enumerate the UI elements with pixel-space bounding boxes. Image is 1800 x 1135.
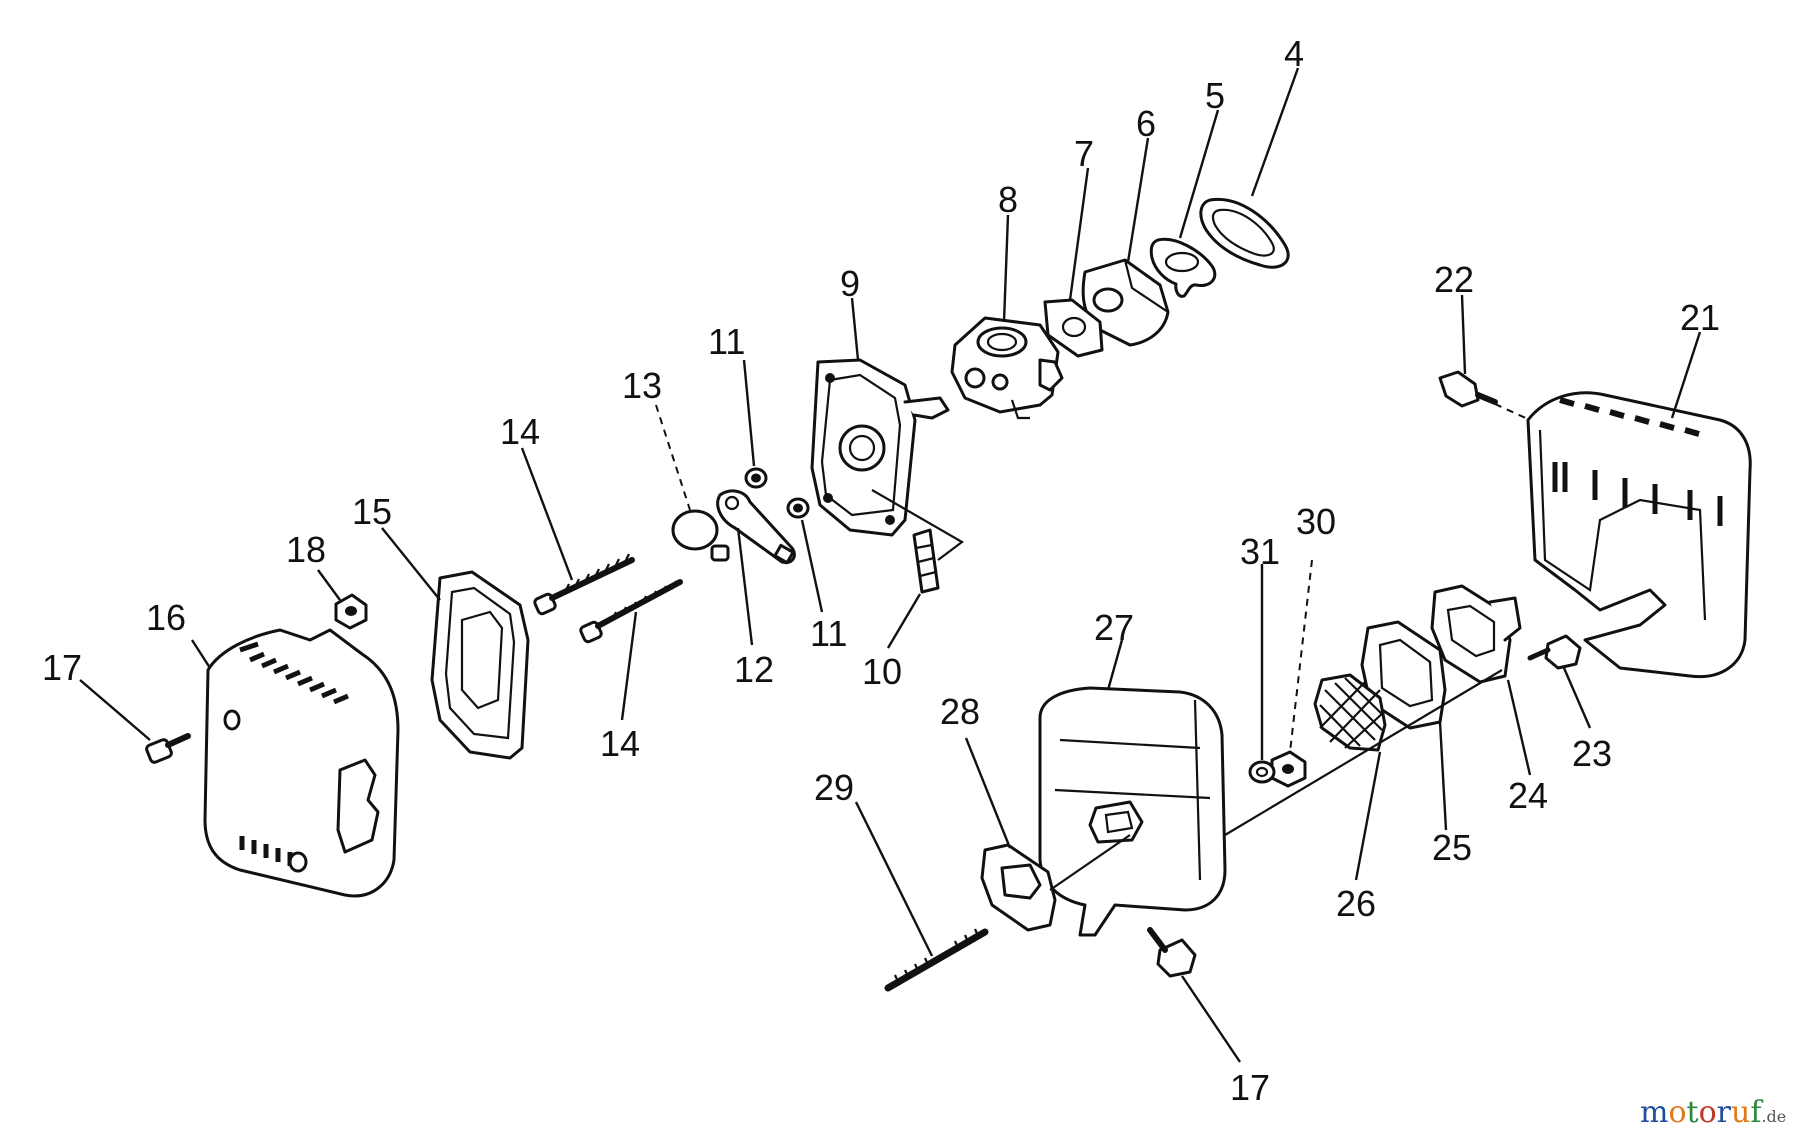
watermark-letter: u <box>1731 1095 1750 1130</box>
part-17-screw-right <box>1147 927 1197 978</box>
part-21-muffler-cover <box>1526 391 1752 679</box>
watermark-suffix: .de <box>1761 1107 1786 1126</box>
watermark-logo: motoruf.de <box>1640 1095 1786 1130</box>
callout-27: 27 <box>1094 607 1134 648</box>
leader-24 <box>1506 679 1532 776</box>
leader-11-lower <box>800 519 824 613</box>
part-9-bracket <box>810 358 950 537</box>
leader-8 <box>1002 214 1010 323</box>
part-16-cover <box>203 628 400 898</box>
part-14-bolt-lower <box>579 579 683 644</box>
part-28-gasket <box>980 843 1057 932</box>
part-22-screw <box>1438 370 1498 408</box>
leader-21 <box>1670 331 1702 419</box>
part-23-screw <box>1527 634 1582 670</box>
callout-16: 16 <box>146 597 186 638</box>
part-31-washer <box>1248 760 1276 784</box>
part-26-screen <box>1313 673 1387 752</box>
part-4-gasket <box>1199 197 1290 269</box>
callout-13: 13 <box>622 365 662 406</box>
callout-21: 21 <box>1680 297 1720 338</box>
callout-25: 25 <box>1432 827 1472 868</box>
leader-5 <box>1178 109 1220 239</box>
callout-31: 31 <box>1240 531 1280 572</box>
callout-17-right: 17 <box>1230 1067 1270 1108</box>
watermark-letter: o <box>1699 1095 1717 1130</box>
part-29-stud <box>884 928 989 992</box>
leader-14-lower <box>620 611 638 721</box>
part-14-bolt-upper <box>533 553 635 616</box>
part-30-nut <box>1270 750 1307 788</box>
part-8-carburetor <box>950 316 1064 420</box>
callout-labels: 4 5 6 7 8 9 10 11 11 12 13 14 14 15 16 1… <box>42 33 1720 1108</box>
watermark-letter: m <box>1640 1095 1668 1130</box>
callout-29: 29 <box>814 767 854 808</box>
leader-27 <box>1106 639 1124 691</box>
leader-23 <box>1562 667 1592 729</box>
callout-11-lower: 11 <box>810 613 847 654</box>
leader-28 <box>964 737 1012 849</box>
leader-13 <box>655 404 691 511</box>
assembly-line-28 <box>1049 834 1131 891</box>
leader-10 <box>886 593 922 649</box>
callout-23: 23 <box>1572 733 1612 774</box>
callout-8: 8 <box>998 179 1018 220</box>
part-24-plate <box>1430 584 1522 684</box>
leader-18 <box>317 569 341 601</box>
callout-26: 26 <box>1336 883 1376 924</box>
callout-5: 5 <box>1205 75 1225 116</box>
part-11-nut-lower <box>786 497 810 519</box>
part-11-nut-upper <box>744 467 768 489</box>
callout-28: 28 <box>940 691 980 732</box>
leader-9 <box>850 297 860 361</box>
leader-22 <box>1460 294 1467 375</box>
callout-18: 18 <box>286 529 326 570</box>
leader-17-left <box>79 679 151 741</box>
leader-4 <box>1250 67 1300 197</box>
watermark-letter: r <box>1717 1095 1732 1130</box>
callout-12: 12 <box>734 649 774 690</box>
watermark-letter: f <box>1750 1095 1763 1130</box>
dash-22 <box>1494 403 1531 421</box>
leader-16 <box>190 639 212 669</box>
part-10-filter <box>871 489 964 594</box>
part-15-gasket <box>430 570 530 760</box>
callout-11-upper: 11 <box>708 321 745 362</box>
leader-17-right <box>1181 975 1241 1063</box>
part-5-plate <box>1149 237 1217 298</box>
leader-25 <box>1438 721 1448 831</box>
leader-26 <box>1354 751 1382 881</box>
callout-22: 22 <box>1434 259 1474 300</box>
callout-4: 4 <box>1284 33 1304 74</box>
callout-30: 30 <box>1296 501 1336 542</box>
watermark-letter: t <box>1687 1095 1699 1130</box>
part-27-muffler <box>1038 686 1227 937</box>
callout-15: 15 <box>352 491 392 532</box>
callout-10: 10 <box>862 651 902 692</box>
leader-12 <box>736 527 754 646</box>
callout-24: 24 <box>1508 775 1548 816</box>
part-6-insulator <box>1081 258 1170 347</box>
callout-17-left: 17 <box>42 647 82 688</box>
leader-15 <box>381 527 441 601</box>
callout-7: 7 <box>1074 133 1094 174</box>
leader-14-upper <box>520 447 574 581</box>
callout-6: 6 <box>1136 103 1156 144</box>
assembly-line-27 <box>1224 669 1503 836</box>
leader-30 <box>1289 559 1313 753</box>
part-13-choke-plate <box>671 509 730 562</box>
leader-7 <box>1068 167 1090 301</box>
part-12-choke-lever <box>716 489 796 565</box>
leader-6 <box>1126 137 1150 263</box>
callout-14-upper: 14 <box>500 411 540 452</box>
leader-11-upper <box>742 359 756 467</box>
callout-14-lower: 14 <box>600 723 640 764</box>
callout-9: 9 <box>840 263 860 304</box>
leader-29 <box>854 801 934 957</box>
part-18-nut <box>334 593 368 630</box>
part-17-screw-left <box>145 733 191 764</box>
watermark-letter: o <box>1668 1095 1686 1130</box>
